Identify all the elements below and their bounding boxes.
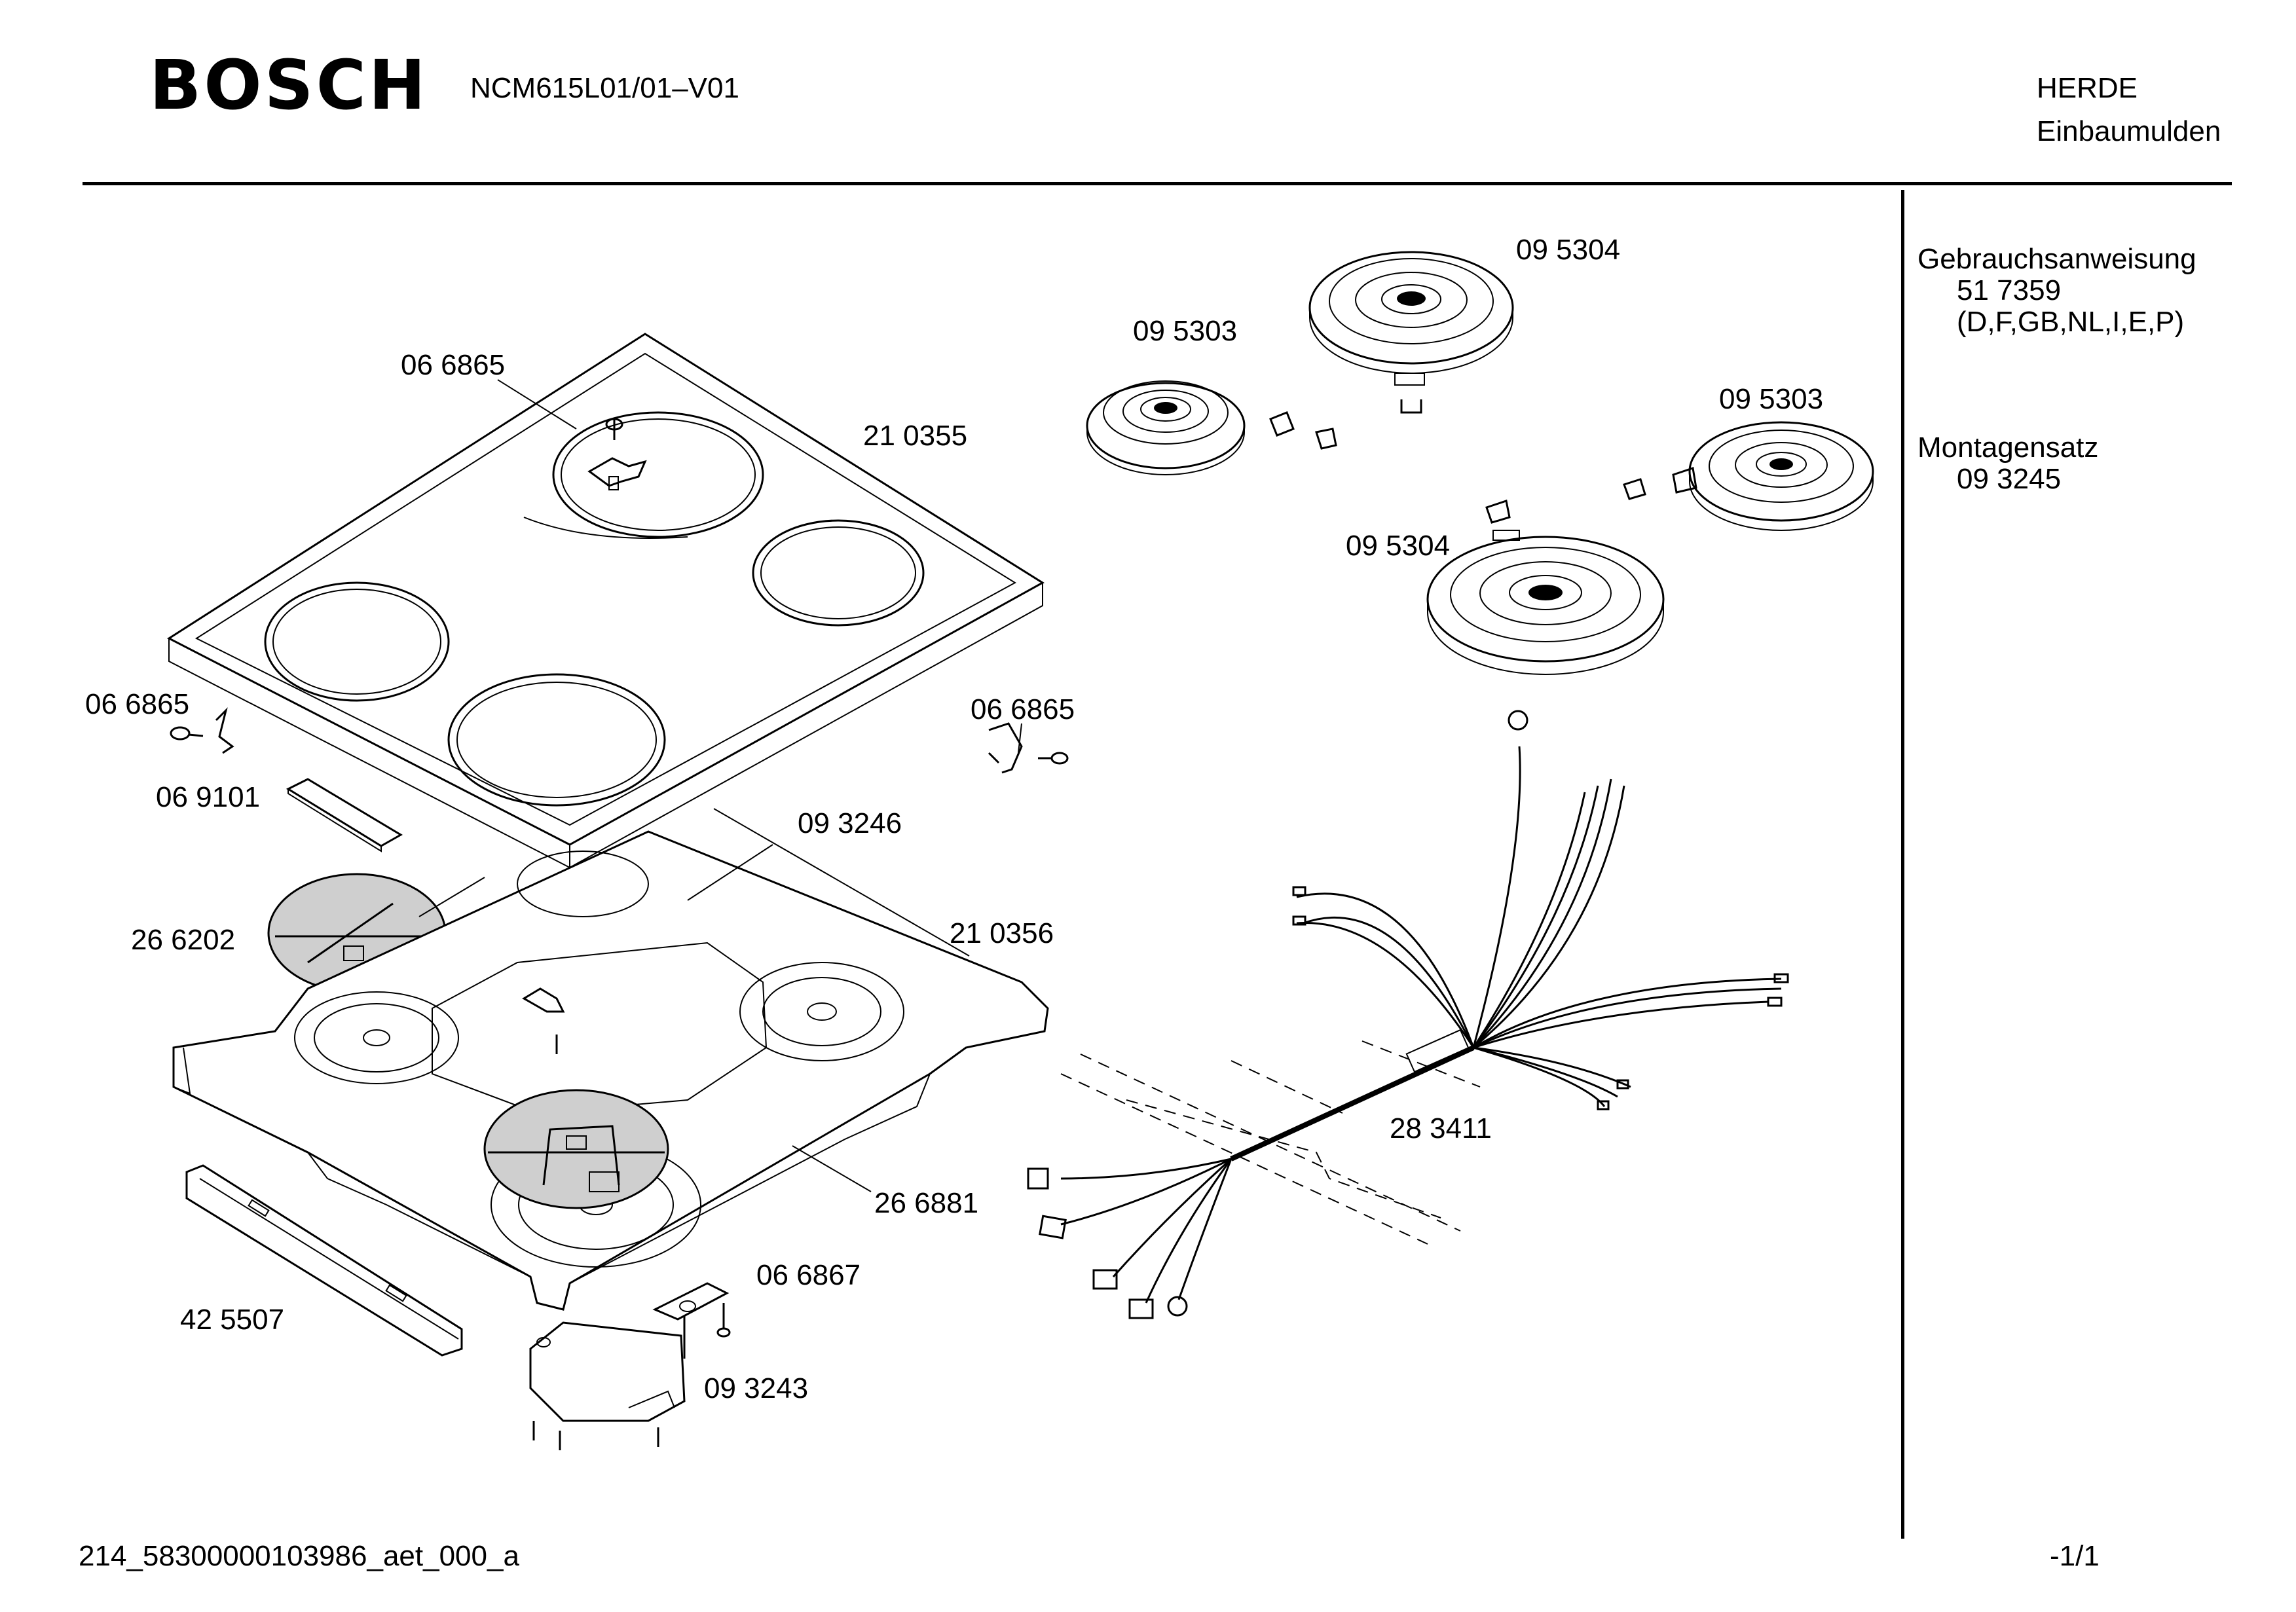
part-label-09-3246[interactable]: 09 3246 <box>798 807 902 839</box>
part-label-21-0355[interactable]: 21 0355 <box>863 420 967 452</box>
part-label-06-6865-top[interactable]: 06 6865 <box>401 349 505 381</box>
manual-languages: (D,F,GB,NL,I,E,P) <box>1957 306 2185 338</box>
base-pan <box>172 830 1049 1311</box>
hotplate-front-right <box>1623 421 1874 531</box>
kit-label: Montagensatz <box>1917 431 2099 464</box>
document-id: 214_58300000103986_aet_000_a <box>79 1540 519 1572</box>
part-label-09-5303-right[interactable]: 09 5303 <box>1719 383 1823 415</box>
brand-logo: BOSCH <box>149 45 428 125</box>
category-label: HERDE <box>2037 72 2138 104</box>
top-clip-bracket <box>587 418 647 490</box>
part-label-09-3243[interactable]: 09 3243 <box>704 1372 808 1404</box>
right-clip <box>988 722 1069 774</box>
part-label-21-0356[interactable]: 21 0356 <box>950 917 1054 949</box>
seal-strip <box>286 778 403 852</box>
part-label-26-6202[interactable]: 26 6202 <box>131 924 235 956</box>
part-label-06-6867[interactable]: 06 6867 <box>756 1259 861 1291</box>
kit-number[interactable]: 09 3245 <box>1957 463 2062 495</box>
part-label-28-3411[interactable]: 28 3411 <box>1390 1112 1492 1145</box>
bottom-clamp-plate <box>529 1321 686 1450</box>
part-label-09-5304-front[interactable]: 09 5304 <box>1346 530 1450 562</box>
kit-info: Montagensatz 09 3245 <box>1917 432 2098 495</box>
part-label-06-6865-left[interactable]: 06 6865 <box>85 688 189 720</box>
leader-lines <box>418 379 1022 1192</box>
reflector-disc <box>483 1089 669 1209</box>
sidebar-divider <box>1901 190 1904 1539</box>
part-label-42-5507[interactable]: 42 5507 <box>180 1304 284 1336</box>
left-clip <box>170 707 234 754</box>
hotplate-rear-left <box>1086 380 1337 475</box>
part-label-06-6865-right[interactable]: 06 6865 <box>971 693 1075 725</box>
hotplate-front-left <box>1426 500 1665 675</box>
fixing-clip-and-screws <box>652 1282 731 1339</box>
model-number: NCM615L01/01–V01 <box>470 72 739 104</box>
wiring-harness <box>1027 710 1789 1319</box>
manual-number[interactable]: 51 7359 <box>1957 274 2062 306</box>
mounting-rail <box>185 1164 463 1357</box>
part-label-09-5304-rear[interactable]: 09 5304 <box>1516 234 1620 266</box>
part-label-06-9101[interactable]: 06 9101 <box>156 781 260 813</box>
part-label-09-5303-left[interactable]: 09 5303 <box>1133 315 1237 347</box>
subcategory-label: Einbaumulden <box>2037 115 2221 147</box>
manual-info: Gebrauchsanweisung 51 7359 (D,F,GB,NL,I,… <box>1917 244 2196 338</box>
manual-label: Gebrauchsanweisung <box>1917 243 2196 275</box>
page-number: -1/1 <box>2050 1540 2100 1572</box>
header-divider <box>83 182 2232 185</box>
hotplate-rear-right <box>1308 251 1514 414</box>
part-label-26-6881[interactable]: 26 6881 <box>874 1187 978 1219</box>
